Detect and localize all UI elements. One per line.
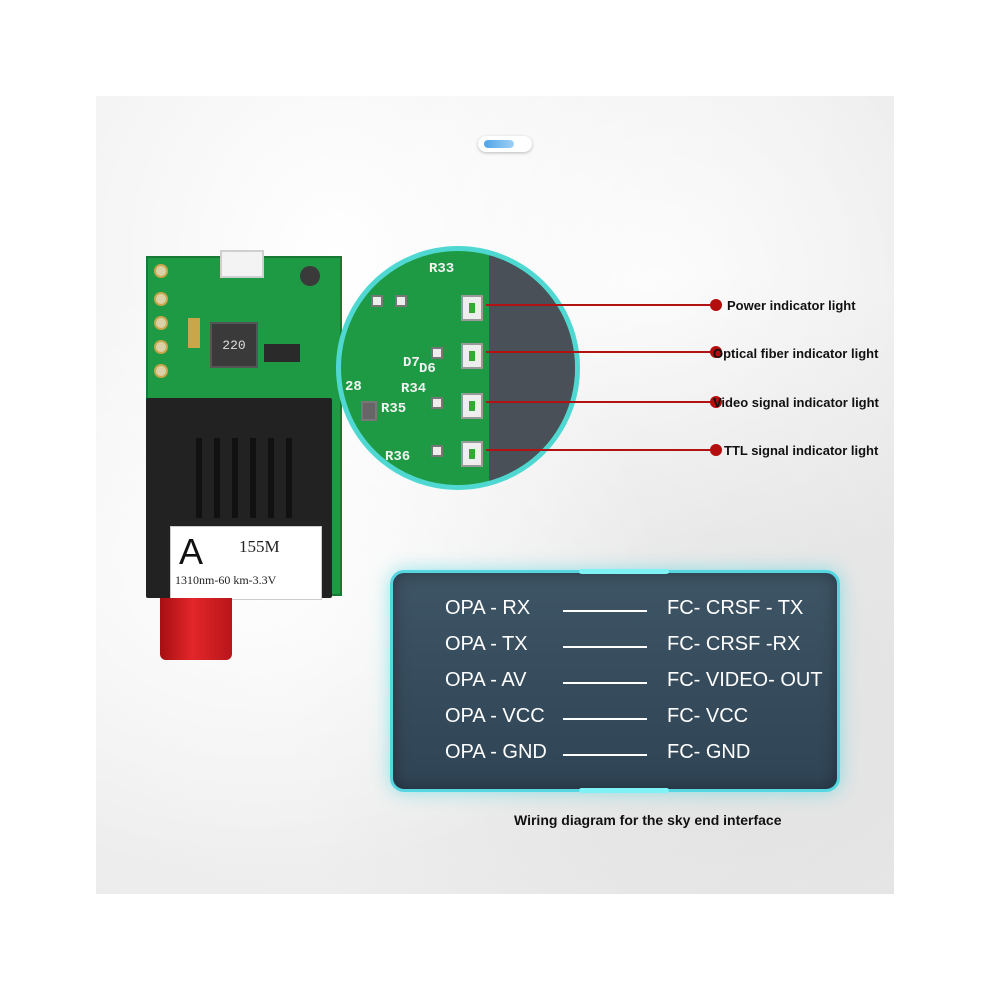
silk-label: D7 [403,355,420,371]
pcb-pin-hole [154,340,168,354]
wiring-panel: OPA - RX FC- CRSF - TX OPA - TX FC- CRSF… [390,569,840,793]
smd-pad [431,445,443,457]
housing-vent [250,438,256,518]
wiring-connector-line [563,718,647,720]
wiring-row: OPA - GND FC- GND [445,741,865,771]
wiring-row: OPA - RX FC- CRSF - TX [445,597,865,627]
smd-component [361,401,377,421]
led-power [461,295,483,321]
callout-fiber: Optical fiber indicator light [713,346,879,361]
module-letter: A [179,531,204,572]
silk-label: R34 [401,381,427,397]
wiring-row: OPA - VCC FC- VCC [445,705,865,735]
wiring-fc: FC- CRSF -RX [667,633,801,655]
callout-line-power [486,304,716,306]
callout-video: Video signal indicator light [713,395,879,410]
wiring-connector-line [563,646,647,648]
pcb-component [300,266,320,286]
toggle-pill-decoration [478,136,532,152]
panel-accent-bottom [579,788,669,793]
silk-label: R36 [385,449,411,465]
wiring-opa: OPA - GND [445,741,547,763]
callout-dot-video [710,396,722,408]
callout-dot-fiber [710,346,722,358]
wiring-fc: FC- VCC [667,705,749,727]
wiring-fc: FC- VIDEO- OUT [667,669,823,691]
module-label: A 155M 1310nm-60 km-3.3V [170,526,322,600]
module-speed: 155M [239,537,280,556]
wiring-fc: FC- CRSF - TX [667,597,804,619]
smd-pad [431,347,443,359]
silk-label: R35 [381,401,407,417]
module-spec: 1310nm-60 km-3.3V [175,573,277,587]
wiring-connector-line [563,754,647,756]
led-video [461,393,483,419]
pcb-chip [264,344,300,362]
wiring-row: OPA - AV FC- VIDEO- OUT [445,669,865,699]
wiring-connector-line [563,610,647,612]
led-fiber [461,343,483,369]
wiring-opa: OPA - RX [445,597,531,619]
pcb-pin-hole [154,316,168,330]
callout-ttl: TTL signal indicator light [724,443,879,458]
callout-line-ttl [486,449,716,451]
silk-label: D6 [419,361,436,377]
board-edge [489,251,575,485]
callout-power: Power indicator light [727,298,856,313]
smd-pad [395,295,407,307]
pcb-pin-hole [154,364,168,378]
pcb-component [188,318,200,348]
wiring-connector-line [563,682,647,684]
housing-vent [196,438,202,518]
housing-vent [268,438,274,518]
callout-dot-ttl [710,444,722,456]
silk-label: R33 [429,261,455,277]
silk-label: D8 [385,467,402,483]
wiring-opa: OPA - TX [445,633,528,655]
housing-vent [286,438,292,518]
housing-vent [232,438,238,518]
pcb-connector [220,250,264,278]
wiring-caption: Wiring diagram for the sky end interface [514,812,782,828]
wiring-fc: FC- GND [667,741,751,763]
panel-accent-top [579,569,669,574]
housing-vent [214,438,220,518]
callout-line-fiber [486,351,716,353]
callout-dot-power [710,299,722,311]
fiber-ferrule [160,598,232,660]
wiring-row: OPA - TX FC- CRSF -RX [445,633,865,663]
smd-pad [371,295,383,307]
wiring-opa: OPA - VCC [445,705,545,727]
wiring-opa: OPA - AV [445,669,527,691]
silk-label: 28 [345,379,362,395]
led-zoom-circle: R33 R34 R35 R36 D6 D7 D8 28 [336,246,580,490]
callout-line-video [486,401,716,403]
product-photo-background [96,96,894,894]
pcb-mount-hole [154,264,168,278]
pcb-pin-hole [154,292,168,306]
smd-pad [431,397,443,409]
led-ttl [461,441,483,467]
inductor: 220 [210,322,258,368]
